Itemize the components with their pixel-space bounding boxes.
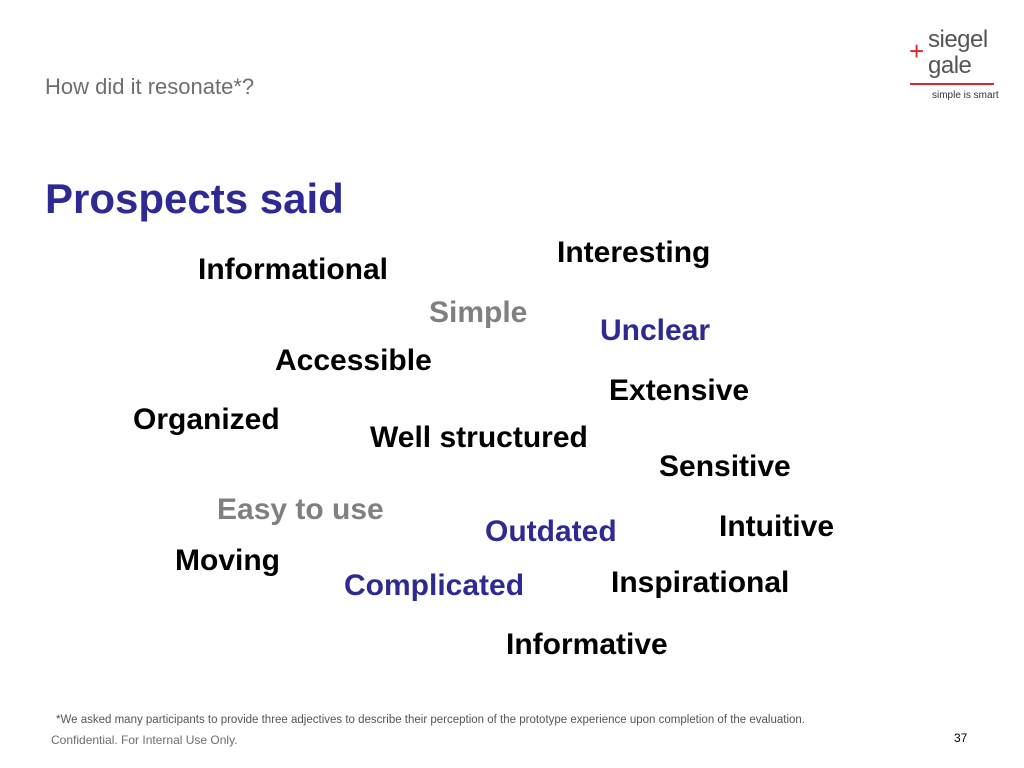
word-extensive: Extensive bbox=[609, 374, 750, 407]
logo-line-gale: gale bbox=[928, 52, 972, 79]
page-number: 37 bbox=[954, 731, 968, 745]
word-sensitive: Sensitive bbox=[659, 450, 791, 483]
word-informative: Informative bbox=[506, 628, 668, 661]
word-easy-to-use: Easy to use bbox=[217, 493, 384, 526]
word-informational: Informational bbox=[198, 253, 389, 286]
word-inspirational: Inspirational bbox=[611, 566, 790, 599]
confidential-notice: Confidential. For Internal Use Only. bbox=[51, 733, 238, 747]
word-moving: Moving bbox=[175, 544, 280, 577]
logo-tagline: simple is smart bbox=[932, 90, 999, 101]
word-unclear: Unclear bbox=[600, 314, 711, 347]
slide-title: Prospects said bbox=[45, 175, 344, 222]
word-well-structured: Well structured bbox=[370, 421, 588, 454]
footnote: *We asked many participants to provide t… bbox=[56, 714, 806, 726]
word-intuitive: Intuitive bbox=[719, 510, 835, 543]
siegel-gale-logo: + siegel gale simple is smart bbox=[905, 24, 999, 104]
word-organized: Organized bbox=[133, 403, 280, 436]
logo-plus-mark: + bbox=[909, 36, 925, 66]
word-complicated: Complicated bbox=[344, 569, 525, 602]
word-accessible: Accessible bbox=[275, 344, 432, 377]
word-interesting: Interesting bbox=[557, 236, 711, 269]
slide-subtitle: How did it resonate*? bbox=[45, 74, 255, 99]
logo-rule bbox=[910, 83, 994, 85]
logo-line-siegel: siegel bbox=[928, 26, 988, 53]
word-outdated: Outdated bbox=[485, 515, 617, 548]
word-simple: Simple bbox=[429, 296, 528, 329]
